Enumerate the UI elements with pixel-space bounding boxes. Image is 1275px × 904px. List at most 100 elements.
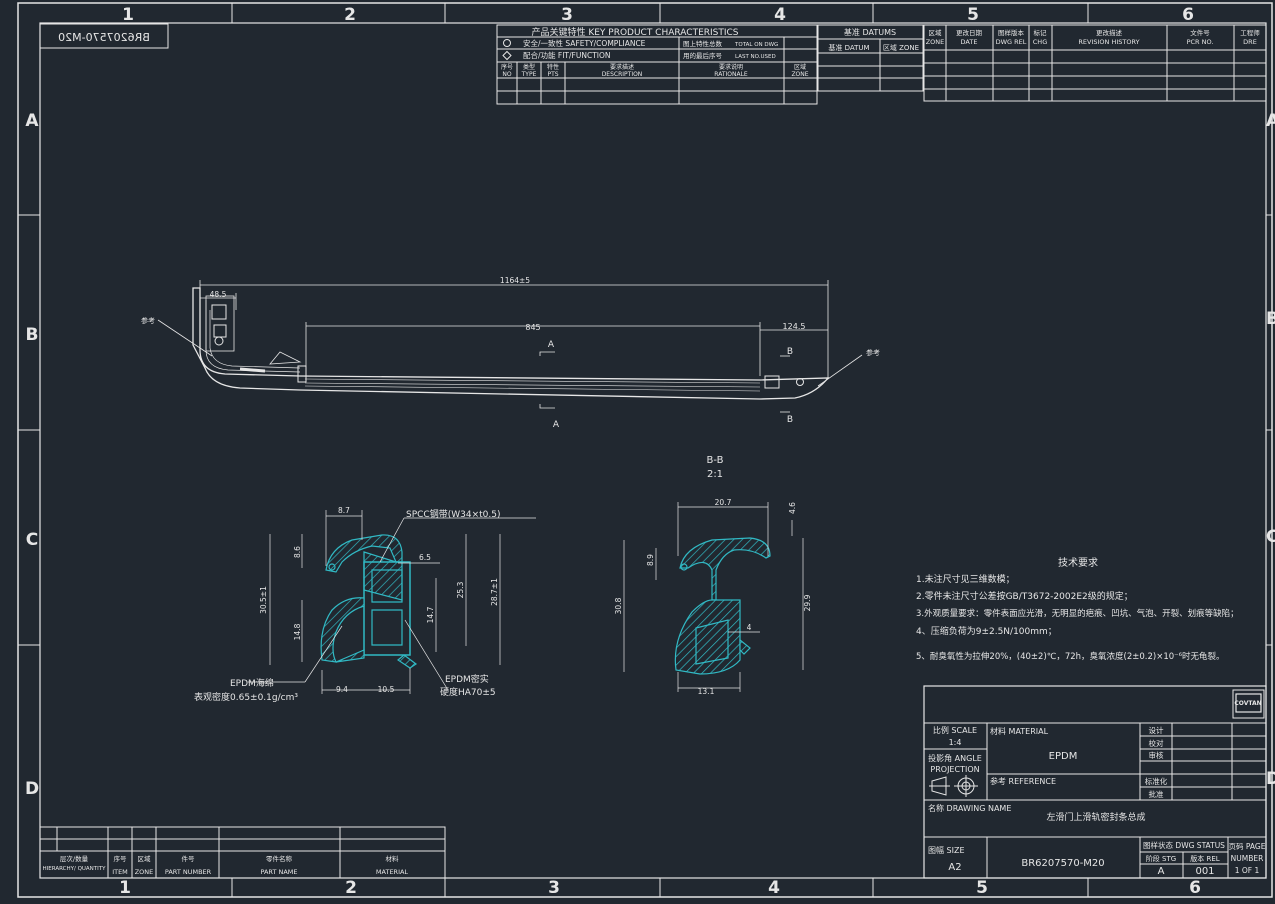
page-label-en: NUMBER [1231,854,1264,863]
tech-item: 2.零件未注尺寸公差按GB/T3672-2002E2级的规定； [916,590,1133,602]
col-label: 2 [345,878,357,898]
spcc-note: SPCC钢带(W34×t0.5) [406,508,500,520]
scale-value: 1:4 [949,738,962,747]
kpc-col-cn: 区域 [794,63,806,71]
mirrored-number-box: BR6207570-M20 [39,23,169,49]
rev-col-cn: 更改日期 [956,28,983,37]
kpc-col-cn: 类型 [523,63,535,71]
angle-label-en: PROJECTION [930,765,979,774]
row-labels-right: A B C D [1266,111,1275,789]
kpc-col-cn: 特性 [547,63,559,71]
stage-value: A [1158,866,1165,877]
section-bb-dimensions [623,502,804,692]
bb-dim-4: 4 [747,623,752,632]
seal-strip-outline [192,287,830,400]
dwg-status-label: 图样状态 DWG STATUS [1143,840,1225,850]
datum-col: 基准 DATUM [828,43,869,52]
rev-col-en: PCR NO. [1187,38,1214,46]
sign-row: 校对 [1149,738,1165,748]
row-label: D [1266,769,1275,789]
stage-label: 阶段 STG [1146,854,1176,863]
kpc-col-en: ZONE [791,71,808,78]
main-dimensions [157,280,863,413]
section-bb-profile [674,537,771,675]
row-label: B [1266,309,1275,329]
col-label: 2 [344,5,356,25]
kpc-col-cn: 要求描述 [610,63,634,71]
label-left-note: 参考 [141,316,155,325]
parts-col-en: MATERIAL [376,868,409,876]
row-label: B [26,325,39,345]
row-label: C [1266,527,1275,547]
aa-dim-30-5: 30.5±1 [259,586,268,614]
parts-col-en: PART NAME [260,868,297,876]
tech-item: 5、耐臭氧性为拉伸20%，(40±2)℃，72h，臭氧浓度(2±0.2)×10⁻… [916,651,1225,662]
epdm-sponge-note: EPDM海绵 [230,677,274,689]
kpc-col-cn: 序号 [501,63,513,71]
aa-dim-6-5: 6.5 [419,553,431,562]
column-labels-top: 1 2 3 4 5 6 [122,5,1194,25]
section-a-a: 8.7 8.6 30.5±1 14.8 6.5 25.3 28.7±1 14.7… [194,506,536,703]
safety-symbol-icon [503,39,511,47]
aa-dim-14-7: 14.7 [426,606,435,623]
bb-title: B-B [707,455,724,466]
kpc-fit: 配合/功能 FIT/FUNCTION [523,50,611,60]
kpc-table: 产品关键特性 KEY PRODUCT CHARACTERISTICS 安全/一致… [496,24,818,105]
bb-dim-13-1: 13.1 [698,687,715,696]
sheet-frame [17,2,1273,898]
aa-dim-9-4: 9.4 [336,685,348,694]
main-view: 1164±5 48.5 845 124.5 参考 参考 A A B B [141,276,880,430]
parts-col-cn: 件号 [182,854,196,863]
revision-table: 区域 ZONE 更改日期 DATE 图样版本 DWG REL 标记 CHG 更改… [923,24,1267,102]
dim-left-offset: 48.5 [210,290,227,299]
fit-symbol-icon [502,50,512,61]
dim-middle-length: 845 [525,323,540,332]
datum-col: 区域 ZONE [883,43,919,52]
aa-dim-28-7: 28.7±1 [490,578,499,606]
technical-requirements: 技术要求 1.未注尺寸见三维数模； 2.零件未注尺寸公差按GB/T3672-20… [916,556,1239,662]
parts-col-en: HIERARCHY/ QUANTITY [42,866,106,872]
col-label: 4 [774,5,786,25]
section-b-b: B-B 2:1 20.7 4.6 8.9 30.8 29.9 4 13.1 [614,455,812,696]
rev-col-cn: 图样版本 [998,28,1025,37]
col-label: 6 [1182,5,1194,25]
size-value: A2 [948,862,961,873]
section-mark-b-top: B [787,347,793,357]
material-label: 材料 MATERIAL [990,726,1049,736]
section-aa-dimensions [248,510,536,694]
sign-row: 批准 [1149,789,1165,799]
section-mark-a-bottom: A [553,420,560,430]
page-value: 1 OF 1 [1235,866,1260,875]
rev-col-en: CHG [1033,38,1047,46]
col-label: 3 [561,5,573,25]
kpc-safety: 安全/一致性 SAFETY/COMPLIANCE [523,38,646,48]
bb-dim-8-9: 8.9 [646,554,655,566]
size-label: 图幅 SIZE [928,845,965,855]
rev-col-cn: 文件号 [1190,28,1210,37]
sign-row: 设计 [1149,725,1165,735]
col-label: 5 [976,878,988,898]
rev-col-cn: 工程师 [1240,28,1260,37]
dim-right-length: 124.5 [783,322,806,331]
parts-col-cn: 零件名称 [266,854,293,863]
kpc-col-en: PTS [547,71,558,78]
scale-label: 比例 SCALE [933,725,977,735]
dim-total-length: 1164±5 [500,276,530,285]
row-labels-left: A B C D [25,111,39,799]
rel-label: 版本 REL [1190,854,1220,863]
aa-dim-10-5: 10.5 [378,685,395,694]
angle-label-cn: 投影角 ANGLE [928,753,982,763]
drawing-name-label: 名称 DRAWING NAME [928,803,1011,813]
parts-col-en: ZONE [135,868,154,876]
aa-dim-8-7: 8.7 [338,506,350,515]
tech-item: 4、压缩负荷为9±2.5N/100mm； [916,625,1057,637]
parts-col-cn: 层次/数量 [60,854,89,863]
section-mark-b-bottom: B [787,415,793,425]
column-labels-bottom: 1 2 3 4 5 6 [119,878,1201,898]
rev-col-en: REVISION HISTORY [1078,38,1139,46]
hardness-note: 硬度HA70±5 [440,686,496,698]
kpc-col-en: TYPE [521,71,537,78]
col-label: 3 [548,878,560,898]
